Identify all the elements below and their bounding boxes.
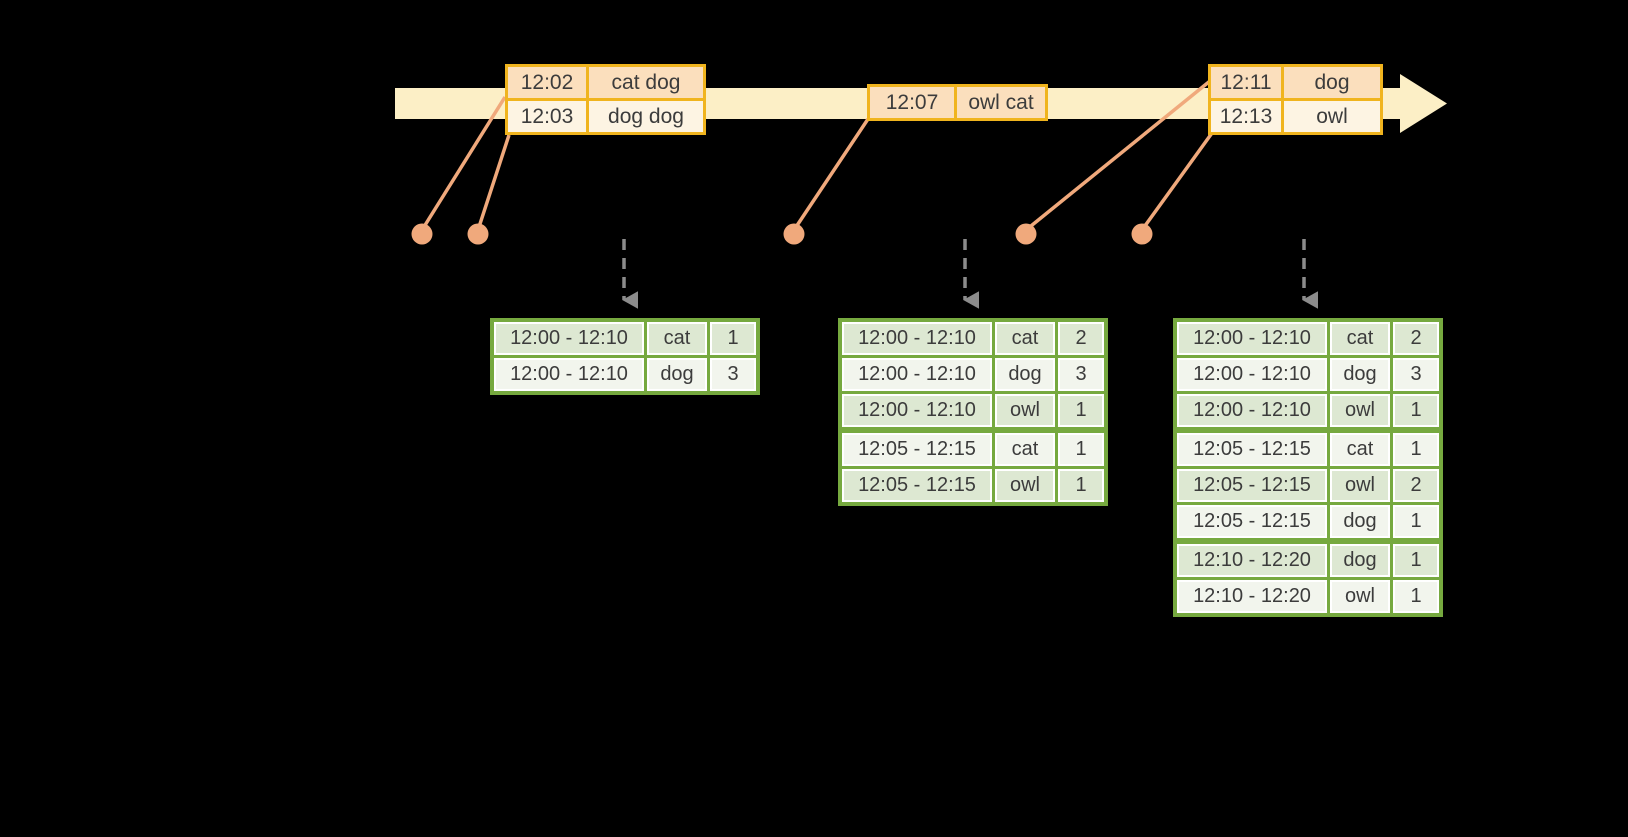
word-cell: dog — [647, 358, 707, 391]
event-time-cell: 12:07 — [870, 87, 954, 118]
event-time-cell: 12:02 — [508, 67, 586, 98]
event-time-cell: 12:13 — [1211, 101, 1281, 132]
window-cell: 12:05 - 12:15 — [1177, 433, 1327, 466]
count-cell: 2 — [1393, 322, 1439, 355]
word-cell: cat — [647, 322, 707, 355]
event-words-cell: cat dog — [589, 67, 703, 98]
count-cell: 1 — [1058, 433, 1104, 466]
count-cell: 1 — [1393, 505, 1439, 538]
event-dot — [1015, 223, 1037, 245]
window-cell: 12:00 - 12:10 — [494, 322, 644, 355]
window-cell: 12:10 - 12:20 — [1177, 580, 1327, 613]
window-cell: 12:05 - 12:15 — [1177, 505, 1327, 538]
event-dot — [783, 223, 805, 245]
word-cell: cat — [1330, 433, 1390, 466]
event-words-cell: owl cat — [957, 87, 1045, 118]
event-words-cell: dog dog — [589, 101, 703, 132]
event-connector-line — [420, 96, 507, 231]
word-cell: cat — [995, 322, 1055, 355]
event-dot — [467, 223, 489, 245]
count-cell: 1 — [1058, 394, 1104, 427]
count-cell: 1 — [1393, 580, 1439, 613]
count-cell: 1 — [1393, 544, 1439, 577]
word-cell: owl — [1330, 580, 1390, 613]
event-connector-line — [1024, 79, 1212, 232]
window-cell: 12:00 - 12:10 — [1177, 358, 1327, 391]
event-dot — [411, 223, 433, 245]
count-cell: 1 — [1393, 433, 1439, 466]
count-cell: 2 — [1393, 469, 1439, 502]
event-words-cell: dog — [1284, 67, 1380, 98]
window-cell: 12:00 - 12:10 — [842, 358, 992, 391]
word-cell: dog — [1330, 358, 1390, 391]
word-cell: cat — [995, 433, 1055, 466]
count-cell: 3 — [1058, 358, 1104, 391]
count-cell: 3 — [1393, 358, 1439, 391]
word-cell: owl — [995, 394, 1055, 427]
window-cell: 12:00 - 12:10 — [842, 394, 992, 427]
window-cell: 12:05 - 12:15 — [1177, 469, 1327, 502]
event-connector-line — [792, 118, 870, 231]
window-cell: 12:10 - 12:20 — [1177, 544, 1327, 577]
word-cell: owl — [1330, 469, 1390, 502]
event-connector-line — [476, 134, 511, 231]
word-cell: dog — [1330, 505, 1390, 538]
count-cell: 1 — [1393, 394, 1439, 427]
word-cell: dog — [995, 358, 1055, 391]
window-cell: 12:00 - 12:10 — [842, 322, 992, 355]
count-cell: 1 — [1058, 469, 1104, 502]
event-time-cell: 12:03 — [508, 101, 586, 132]
window-cell: 12:05 - 12:15 — [842, 469, 992, 502]
event-dot — [1131, 223, 1153, 245]
window-cell: 12:00 - 12:10 — [1177, 394, 1327, 427]
window-cell: 12:00 - 12:10 — [494, 358, 644, 391]
window-cell: 12:00 - 12:10 — [1177, 322, 1327, 355]
event-time-cell: 12:11 — [1211, 67, 1281, 98]
event-connector-line — [1140, 131, 1214, 232]
count-cell: 2 — [1058, 322, 1104, 355]
count-cell: 3 — [710, 358, 756, 391]
count-cell: 1 — [710, 322, 756, 355]
word-cell: owl — [995, 469, 1055, 502]
event-words-cell: owl — [1284, 101, 1380, 132]
word-cell: cat — [1330, 322, 1390, 355]
word-cell: owl — [1330, 394, 1390, 427]
word-cell: dog — [1330, 544, 1390, 577]
window-cell: 12:05 - 12:15 — [842, 433, 992, 466]
